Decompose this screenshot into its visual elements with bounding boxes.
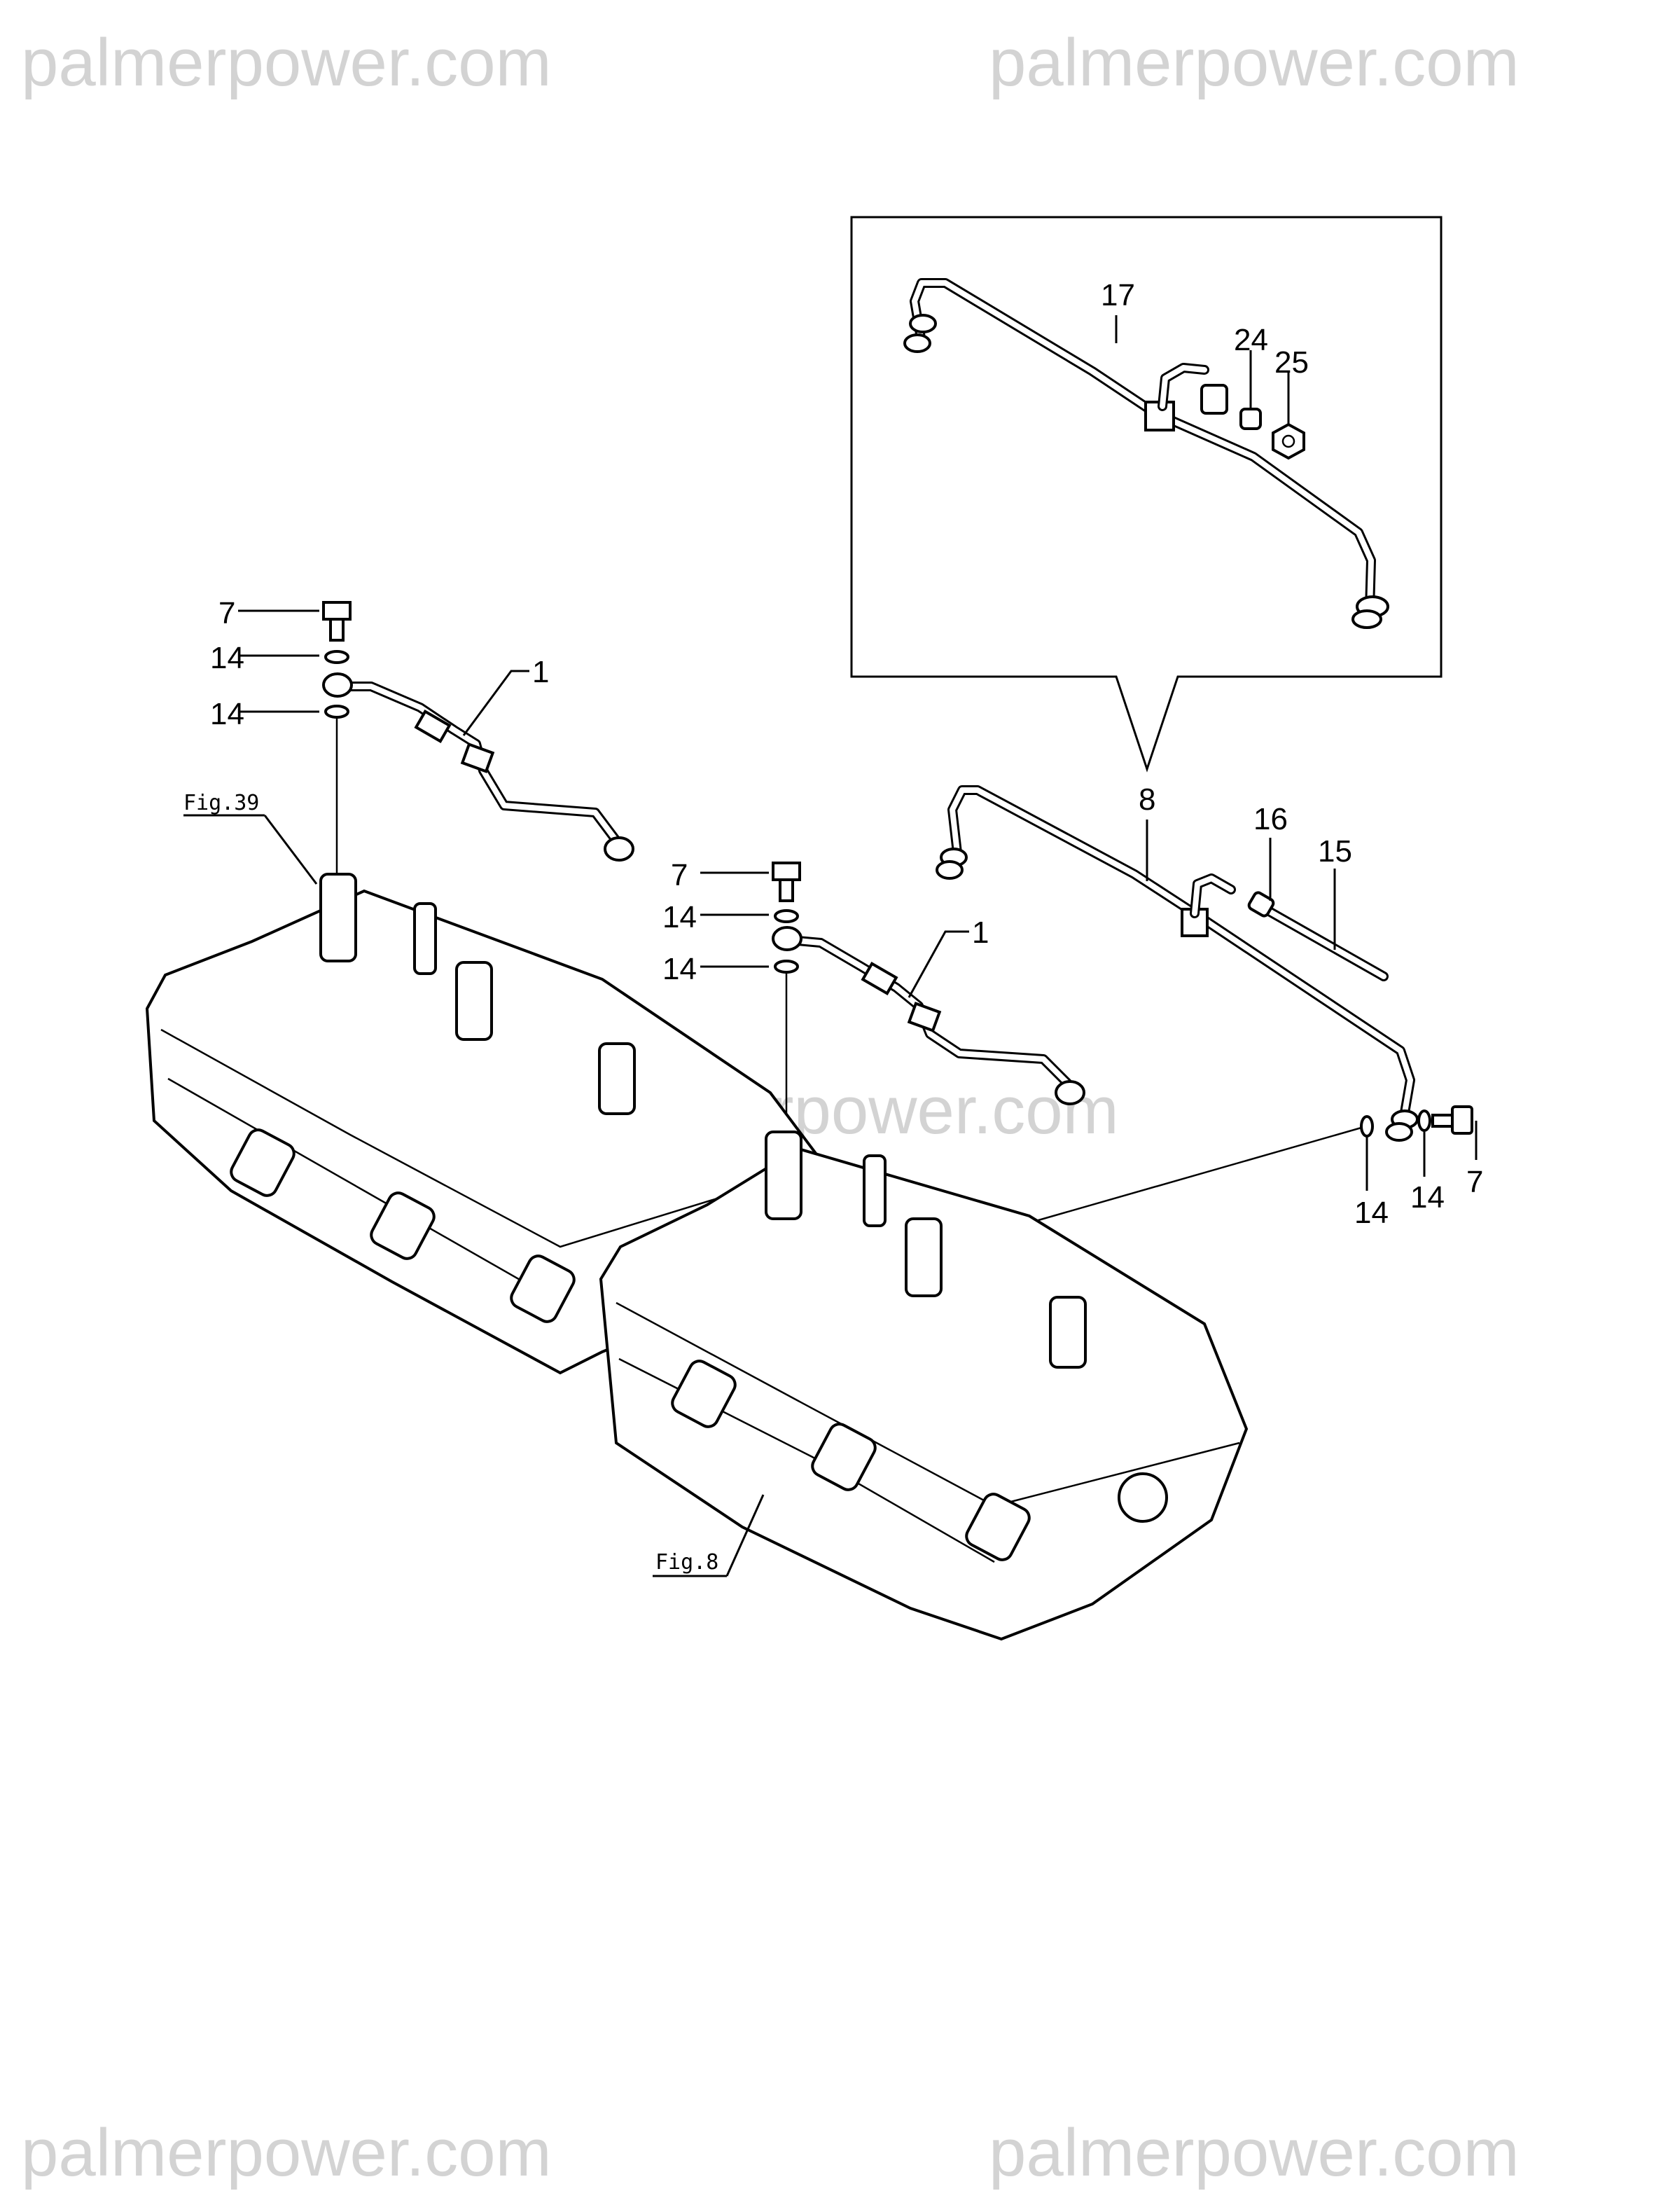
detail-nut-25 <box>1272 422 1305 460</box>
watermark-bottom-right: palmerpower.com <box>989 2115 1520 2190</box>
callout-r-14-1: 14 <box>1354 1196 1389 1230</box>
group-a-washer-top <box>324 650 349 664</box>
detail-branch-end <box>1200 384 1228 415</box>
figref-39: Fig.39 <box>183 791 259 815</box>
injector-front-3 <box>1049 1296 1087 1369</box>
bolt-r-shank <box>1431 1114 1454 1128</box>
callout-a-1: 1 <box>532 655 549 689</box>
group-a-bolt-head <box>322 601 352 621</box>
detail-inset: 17 24 25 <box>850 216 1443 773</box>
detail-frame <box>850 216 1443 773</box>
callout-17: 17 <box>1101 278 1135 312</box>
injector-rear-1 <box>319 873 357 962</box>
return-pipe-assembly: 8 16 15 14 14 7 <box>936 782 1483 1230</box>
group-b-bolt-head <box>772 862 801 881</box>
group-b-banjo <box>772 926 802 951</box>
injector-front-2 <box>905 1217 943 1297</box>
group-b-washer-bottom <box>774 960 799 974</box>
cylinder-head-front <box>599 1147 1249 1641</box>
callout-b-1: 1 <box>972 915 989 950</box>
group-b-bolt-shank <box>779 878 794 902</box>
cylinder-heads: Fig.8 <box>145 873 1249 1641</box>
callout-r-14-2: 14 <box>1410 1180 1445 1215</box>
callout-r-7: 7 <box>1466 1165 1483 1199</box>
group-a-fittings: 7 14 14 1 Fig.39 <box>183 596 634 885</box>
group-a-bolt-shank <box>329 618 345 642</box>
detail-fitting-24 <box>1239 408 1262 430</box>
callout-a-7: 7 <box>218 596 235 630</box>
callout-25: 25 <box>1274 345 1309 380</box>
callout-15: 15 <box>1318 834 1352 869</box>
bolt-r-head <box>1451 1105 1473 1135</box>
group-b-washer-top <box>774 909 799 923</box>
callout-16: 16 <box>1253 802 1288 836</box>
washer-r2 <box>1417 1110 1431 1132</box>
watermark-top-left: palmerpower.com <box>21 25 552 100</box>
injector-front-1 <box>765 1131 802 1220</box>
callout-a-14-top: 14 <box>210 641 244 675</box>
detail-banjo-1 <box>909 314 937 333</box>
watermark-top-right: palmerpower.com <box>989 25 1520 100</box>
group-a-pipe-end <box>604 836 634 862</box>
callout-b-7: 7 <box>671 858 688 892</box>
group-b-pipe-end <box>1055 1080 1085 1105</box>
group-a-washer-bottom <box>324 705 349 719</box>
callout-b-14-bottom: 14 <box>662 952 697 986</box>
callout-8: 8 <box>1139 782 1155 817</box>
watermark-bottom-left: palmerpower.com <box>21 2115 552 2190</box>
callout-24: 24 <box>1234 323 1268 357</box>
hose-clip-16 <box>1247 891 1275 918</box>
washer-r1 <box>1360 1115 1374 1138</box>
group-a-banjo <box>322 672 353 698</box>
callout-b-14-top: 14 <box>662 900 697 934</box>
group-b-fittings: 7 14 14 1 <box>662 858 1085 1132</box>
injector-rear-2 <box>455 961 493 1041</box>
callout-a-14-bottom: 14 <box>210 697 244 731</box>
figref-8: Fig.8 <box>655 1550 718 1575</box>
injector-rear-3 <box>598 1042 636 1115</box>
